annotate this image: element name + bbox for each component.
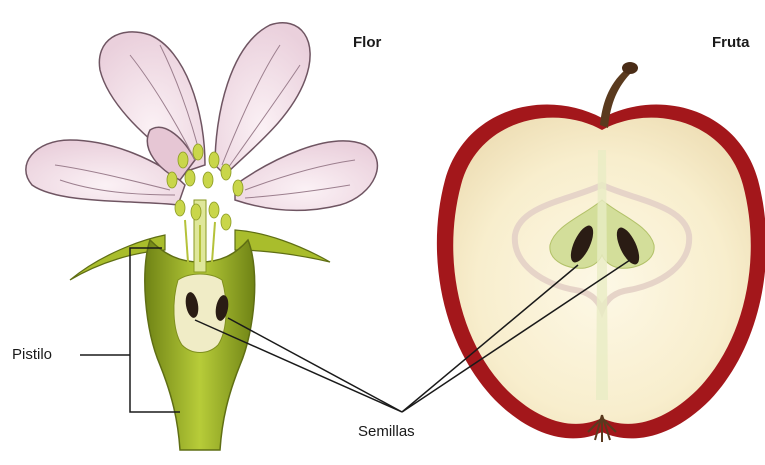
flower-illustration [26, 23, 378, 450]
fruit-title: Fruta [712, 34, 750, 51]
pistil-label: Pistilo [12, 346, 52, 363]
petals [26, 23, 378, 211]
apple-stem-tip [622, 62, 638, 74]
apple-half-illustration [437, 62, 765, 442]
flower-title: Flor [353, 34, 381, 51]
seeds-label: Semillas [358, 423, 415, 440]
filaments [185, 220, 215, 262]
seed-line-flower-2 [228, 318, 402, 412]
petal-right [235, 141, 377, 210]
